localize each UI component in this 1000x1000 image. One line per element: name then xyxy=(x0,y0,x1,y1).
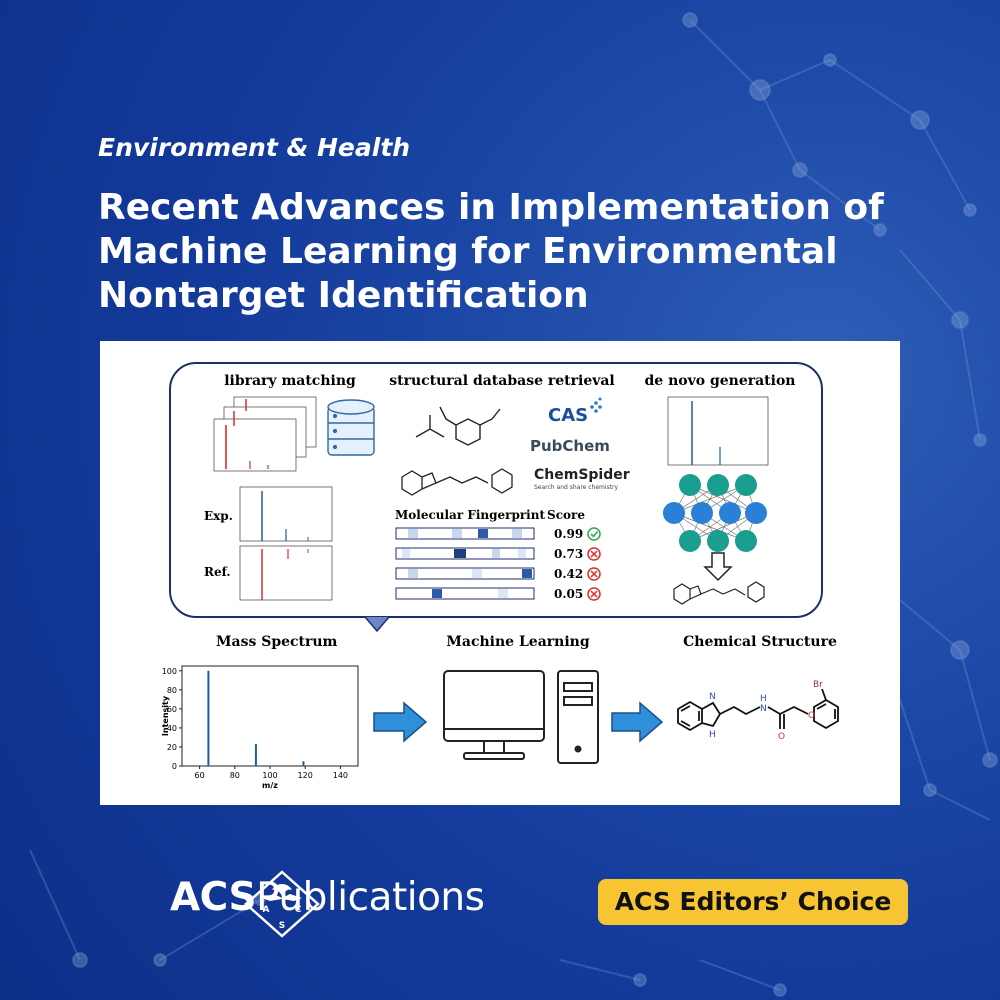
graphical-abstract: library matching Exp. Ref. structural da… xyxy=(100,341,900,805)
article-title: Recent Advances in Implementation of Mac… xyxy=(98,187,884,316)
monitor-icon xyxy=(443,670,545,760)
atom-label: H xyxy=(760,694,767,704)
x-tick-label: 120 xyxy=(298,771,313,780)
acs-seal-logo: A C S xyxy=(244,870,320,938)
score-value: 0.99 xyxy=(554,527,583,541)
atom-label: N xyxy=(709,692,716,702)
right-arrow-icon xyxy=(611,701,664,743)
fingerprint-row xyxy=(395,547,535,560)
database-retrieval-heading: structural database retrieval xyxy=(389,373,615,389)
de-novo-heading: de novo generation xyxy=(645,373,796,389)
y-tick-label: 60 xyxy=(167,705,177,714)
pubchem-logo: PubChem xyxy=(530,437,610,455)
y-axis-label: Intensity xyxy=(161,695,170,736)
aspirin-molecule-icon xyxy=(415,406,501,446)
y-tick-label: 80 xyxy=(167,686,177,695)
x-tick-label: 60 xyxy=(195,771,205,780)
reference-spectrum-thumbnail xyxy=(239,545,333,601)
cas-logo: CAS xyxy=(548,397,602,426)
library-matching-heading: library matching xyxy=(224,373,356,389)
panel-pointer xyxy=(364,616,390,633)
exp-label: Exp. xyxy=(204,509,233,523)
x-axis-label: m/z xyxy=(262,781,278,790)
atom-label: O xyxy=(778,732,785,742)
x-tick-label: 140 xyxy=(333,771,348,780)
de-novo-spectrum-thumbnail xyxy=(667,396,769,466)
chemspider-logo-text: ChemSpider xyxy=(534,467,630,483)
score-value: 0.05 xyxy=(554,587,583,601)
score-header: Score xyxy=(547,508,585,522)
editors-choice-badge: ACS Editors’ Choice xyxy=(598,879,908,925)
journal-category: Environment & Health xyxy=(98,133,411,162)
fingerprint-row xyxy=(395,567,535,580)
atom-label: H xyxy=(709,730,716,740)
check-icon xyxy=(587,527,601,541)
mass-spectrum-chart: 0 20 40 60 80 100 60 80 100 120 140 Intensity m/z xyxy=(161,665,359,790)
brand-publications: Publications xyxy=(256,875,485,920)
cross-icon xyxy=(587,587,601,601)
acs-publications-brand: ACSPublications xyxy=(170,875,485,920)
final-structure-molecule: N H N H O O Br xyxy=(677,680,839,742)
ref-label: Ref. xyxy=(204,565,231,579)
experimental-spectrum-thumbnail xyxy=(239,486,333,542)
mass-spectrum-heading: Mass Spectrum xyxy=(216,634,338,650)
cross-icon xyxy=(587,547,601,561)
seal-letter: S xyxy=(279,921,285,931)
right-arrow-icon xyxy=(373,701,428,743)
y-tick-label: 40 xyxy=(167,724,177,733)
stacked-spectra-icon xyxy=(213,396,317,472)
graphical-abstract-svg: library matching Exp. Ref. structural da… xyxy=(161,362,839,790)
machine-learning-heading: Machine Learning xyxy=(446,634,589,650)
seal-letter: C xyxy=(295,905,302,915)
down-arrow-icon xyxy=(703,552,733,582)
chemspider-tagline: Search and share chemistry xyxy=(534,484,619,491)
score-list: 0.99 0.73 0.42 0.05 xyxy=(554,527,601,601)
cas-logo-text: CAS xyxy=(548,405,588,426)
atom-label: N xyxy=(760,704,767,714)
seal-letter: A xyxy=(263,905,270,915)
fingerprint-header: Molecular Fingerprint xyxy=(395,508,545,522)
fingerprint-row xyxy=(395,587,535,600)
atom-label: Br xyxy=(813,680,823,690)
chart-plot-area xyxy=(181,665,359,767)
fingerprint-row xyxy=(395,527,535,540)
y-tick-label: 100 xyxy=(162,667,177,676)
y-tick-label: 20 xyxy=(167,743,177,752)
benzimidazole-molecule-icon xyxy=(401,468,513,496)
brand-acs: ACS xyxy=(170,875,257,920)
top-panel-frame xyxy=(169,362,823,618)
fingerprint-bars xyxy=(395,527,535,600)
atom-label: O xyxy=(808,711,815,721)
x-tick-label: 80 xyxy=(230,771,240,780)
y-tick-label: 0 xyxy=(172,762,177,771)
neural-network-icon xyxy=(663,474,767,552)
database-icon xyxy=(327,399,375,456)
cross-icon xyxy=(587,567,601,581)
server-tower-icon xyxy=(557,670,599,764)
score-value: 0.73 xyxy=(554,547,583,561)
score-value: 0.42 xyxy=(554,567,583,581)
chemical-structure-heading: Chemical Structure xyxy=(683,634,837,650)
x-tick-label: 100 xyxy=(262,771,277,780)
generated-structure-thumbnail xyxy=(673,581,765,605)
chemspider-logo: ChemSpider Search and share chemistry xyxy=(534,467,630,491)
